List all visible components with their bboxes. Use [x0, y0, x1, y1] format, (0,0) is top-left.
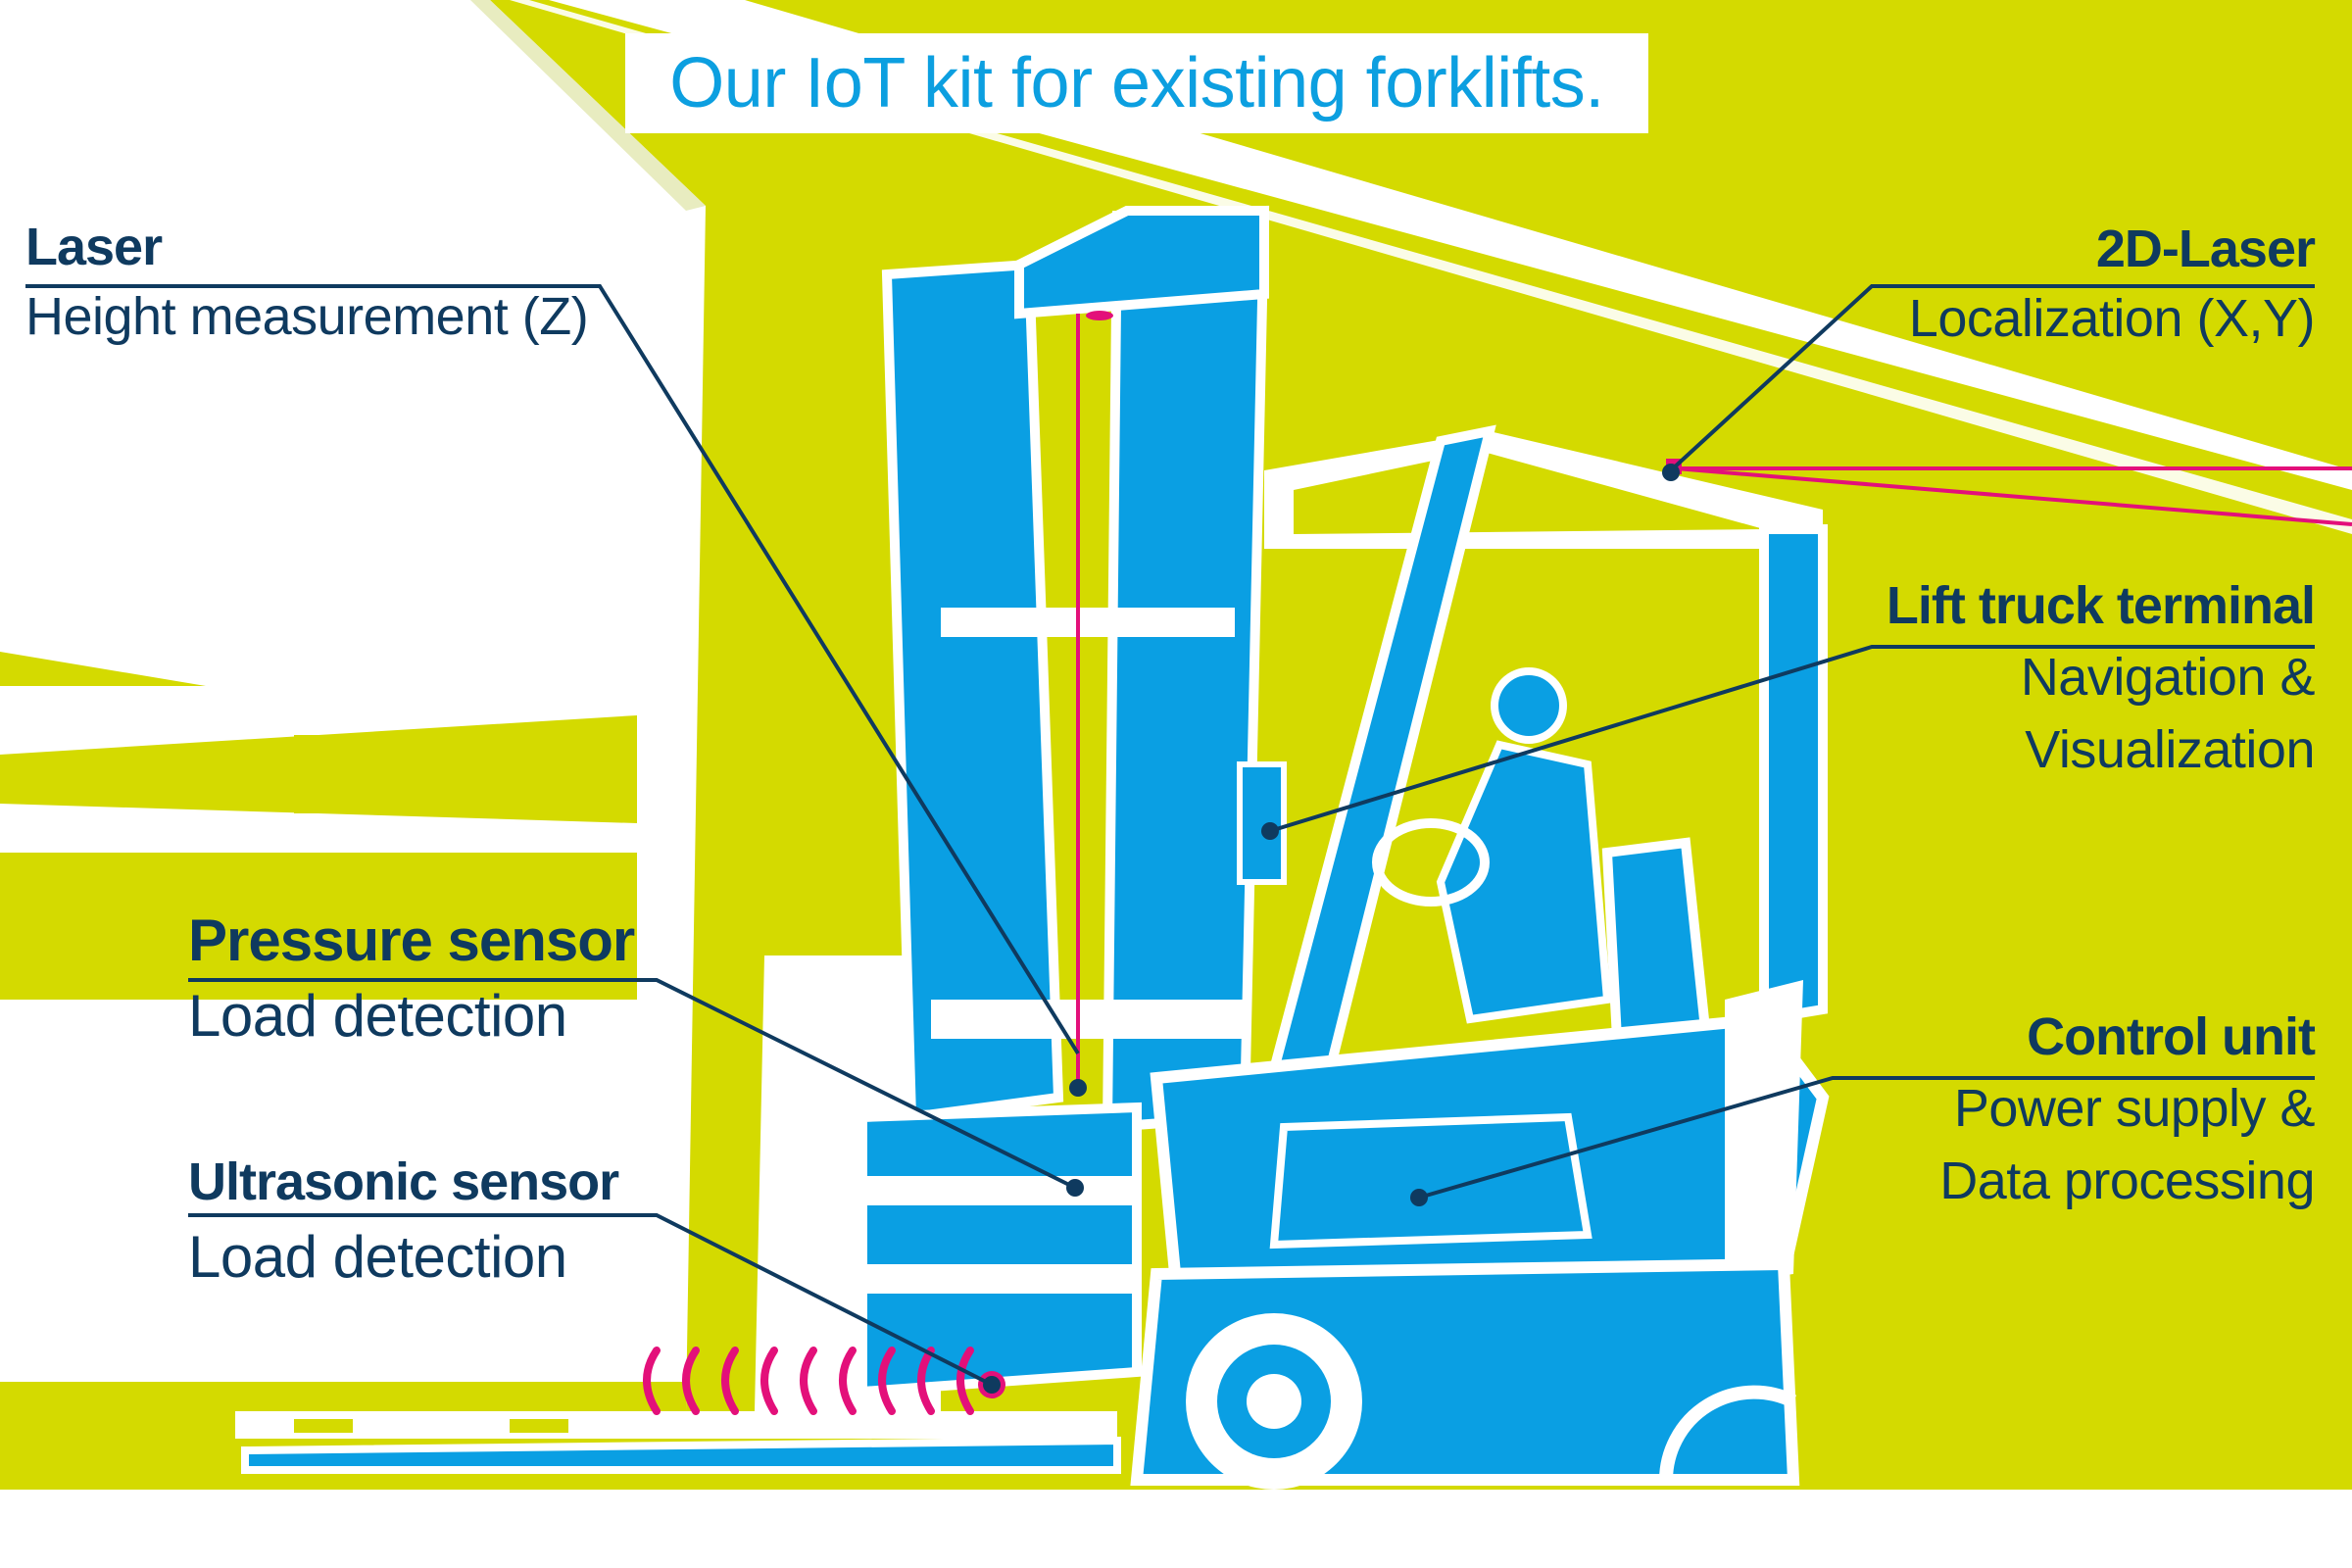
driver-body: [1436, 740, 1612, 1024]
control-unit: [1269, 1112, 1592, 1250]
floor-pallet-slot: [510, 1419, 568, 1433]
laser-2d-beam: [1675, 466, 2352, 526]
steering-wheel: [1372, 818, 1490, 906]
callout-dots: [983, 464, 1680, 1394]
pallet-slat: [294, 735, 539, 813]
ultrasonic-detail: Load detection: [188, 1223, 567, 1290]
floor-pallet-slot: [294, 1419, 353, 1433]
terminal-heading: Lift truck terminal: [1886, 576, 2316, 635]
ultrasonic-callout: Ultrasonic sensor Load detection: [188, 1152, 619, 1290]
pallet-slat: [0, 853, 637, 1000]
pressure-callout-dot: [1066, 1179, 1084, 1197]
laser-2d-callout-dot: [1662, 464, 1680, 481]
laser-2d-callout: 2D-Laser Localization (X,Y): [1908, 220, 2316, 348]
terminal-callout-line: [1269, 645, 2315, 833]
fork-tine: [241, 1436, 1121, 1474]
pressure-callout: Pressure sensor Load detection: [188, 907, 635, 1049]
callout-lines: [25, 284, 2315, 1387]
laser-2d-detail: Localization (X,Y): [1908, 288, 2316, 348]
control-callout-dot: [1410, 1189, 1428, 1206]
mast-rail-left: [881, 259, 1064, 1123]
control-detail-1: Power supply &: [1953, 1078, 2316, 1138]
title-banner: Our IoT kit for existing forklifts.: [625, 33, 1648, 133]
page-title: Our IoT kit for existing forklifts.: [669, 44, 1604, 122]
ultrasonic-callout-line: [188, 1213, 993, 1387]
terminal-detail-2: Visualization: [2025, 720, 2315, 780]
front-wheel-hub: [1247, 1374, 1301, 1429]
mast-crossbar: [941, 608, 1235, 637]
control-heading: Control unit: [2027, 1007, 2316, 1066]
warehouse-box-edge: [470, 0, 706, 211]
carriage-bar: [862, 1176, 1137, 1205]
laser-callout: Laser Height measurement (Z): [25, 218, 589, 346]
laser-top-spot: [1086, 311, 1113, 320]
carriage-bar: [862, 1264, 1137, 1294]
rear-wheel-arch: [1659, 1385, 1797, 1481]
laser-callout-dot: [1069, 1079, 1087, 1097]
ultrasonic-callout-dot: [983, 1376, 1001, 1394]
ultrasonic-heading: Ultrasonic sensor: [188, 1152, 619, 1211]
pallet-slat: [0, 652, 206, 686]
ultrasonic-waves: [643, 1347, 974, 1415]
ceiling-band-inner: [510, 0, 2352, 534]
cab-rear-post: [1759, 524, 1828, 1025]
pressure-detail: Load detection: [188, 983, 567, 1049]
overhead-guard-roof-inner: [1294, 451, 1764, 534]
mast-top: [1014, 206, 1269, 319]
mast-crossbar: [931, 1000, 1245, 1039]
driver-head: [1491, 667, 1567, 744]
mast-rail-right: [1102, 205, 1270, 1133]
laser-callout-line: [25, 284, 1080, 1055]
terminal-screen: [1237, 761, 1287, 885]
pallet-slat: [0, 1382, 686, 1411]
seat-back: [1601, 837, 1711, 1045]
pressure-callout-line: [188, 978, 1076, 1190]
terminal-callout: Lift truck terminal Navigation & Visuali…: [1886, 576, 2316, 780]
pressure-heading: Pressure sensor: [188, 907, 635, 973]
terminal-callout-dot: [1261, 822, 1279, 840]
laser-heading: Laser: [25, 218, 163, 276]
control-callout: Control unit Power supply & Data process…: [1939, 1007, 2316, 1211]
floor-pallet: [235, 1411, 1117, 1439]
laser-2d-callout-line: [1669, 284, 2315, 472]
warehouse-box: [0, 0, 706, 1411]
control-detail-2: Data processing: [1939, 1152, 2315, 1211]
rear-body: [1725, 980, 1803, 1284]
floor-white-strip: [0, 1490, 2352, 1568]
laser-detail: Height measurement (Z): [25, 286, 589, 346]
terminal-detail-1: Navigation &: [2020, 647, 2316, 707]
laser-2d-heading: 2D-Laser: [2095, 220, 2316, 278]
control-callout-line: [1418, 1076, 2315, 1200]
